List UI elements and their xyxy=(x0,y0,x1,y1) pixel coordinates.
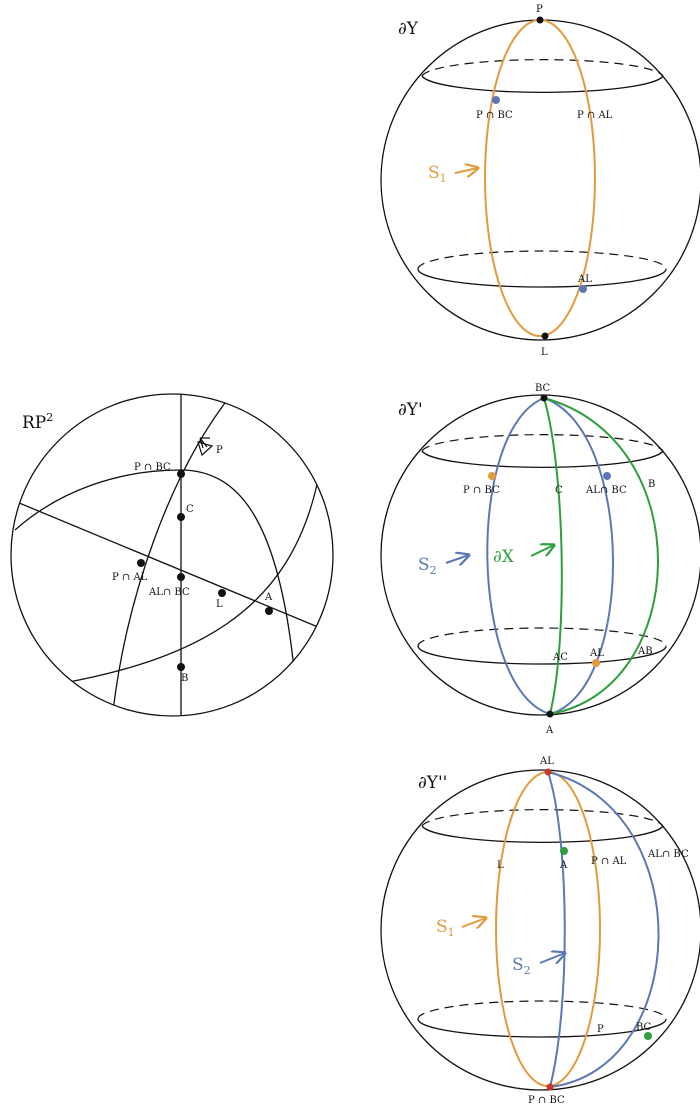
rp2-point-c xyxy=(177,513,185,521)
dy-point-p xyxy=(536,16,544,24)
dy-upper-back-latitude xyxy=(421,59,664,77)
dy-point-p-bc xyxy=(492,96,500,104)
dy-prime-label-al: AL xyxy=(589,648,604,659)
dy-double-prime-s1-arrow-icon xyxy=(461,918,486,927)
rp2-disk-boundary xyxy=(10,393,334,717)
rp2-curve-a xyxy=(19,479,319,691)
rp2-point-al-bc xyxy=(177,573,185,581)
rp2-label-l: L xyxy=(216,599,223,610)
rp2-point-b xyxy=(177,663,185,671)
dy-point-al xyxy=(579,285,587,293)
dy-double-prime-point-bc xyxy=(644,1032,652,1040)
dy-double-prime-point-p-bc xyxy=(546,1083,554,1091)
dy-double-prime-label-a: A xyxy=(559,860,568,871)
dy-point-l xyxy=(541,332,549,340)
dy-double-prime-lower-back-latitude xyxy=(417,1000,667,1020)
dy-prime-upper-back-latitude xyxy=(421,434,664,452)
dy-label-p: P xyxy=(536,4,543,15)
dy-double-prime-label-al-bc: AL∩ BC xyxy=(647,849,689,860)
dy-lower-front-latitude xyxy=(417,268,667,288)
rp2-label-p-bc: P ∩ BC xyxy=(134,462,171,473)
dy-double-prime-s2-right-curve xyxy=(547,771,660,1088)
dy-double-prime-label-s2: S2 xyxy=(512,955,531,977)
rp2-p-triangle-icon xyxy=(197,441,214,457)
dy-prime-point-al xyxy=(592,659,600,667)
rp2-curve-c xyxy=(14,469,299,716)
rp2-label-al-bc: AL∩ BC xyxy=(148,587,190,598)
dy-double-prime-upper-back-latitude xyxy=(421,809,664,827)
dy-prime-dx-middle-curve xyxy=(543,397,563,715)
dy-label-p-al: P ∩ AL xyxy=(577,110,613,121)
dy-s1-arrow-icon xyxy=(454,168,478,173)
rp2-diagram: RP2 P P ∩ BC C P ∩ AL AL∩ BC L A B xyxy=(10,393,334,717)
dy-double-prime-label-bc: BC xyxy=(636,1022,652,1033)
dy-double-prime-label-p-al: P ∩ AL xyxy=(591,856,627,867)
rp2-line-al xyxy=(11,499,331,633)
rp2-point-p-bc xyxy=(177,470,185,478)
dy-double-prime-s2-middle-curve xyxy=(547,771,566,1088)
dy-prime-dx-arrow-icon xyxy=(530,545,554,557)
dy-prime-upper-front-latitude xyxy=(421,450,664,469)
dy-double-prime-title: ∂Y'' xyxy=(418,773,447,793)
dy-prime-sphere-outline xyxy=(380,394,700,716)
dy-double-prime-lower-front-latitude xyxy=(417,1018,667,1038)
dy-label-s1: S1 xyxy=(428,163,447,185)
dy-prime-label-ac: AC xyxy=(552,652,568,663)
dy-double-prime-label-p-bc: P ∩ BC xyxy=(528,1095,565,1106)
dy-prime-title: ∂Y' xyxy=(398,400,423,420)
dy-prime-s2-left-curve xyxy=(486,397,551,715)
dy-prime-s2-right-curve xyxy=(543,397,614,715)
dy-label-al: AL xyxy=(577,274,592,285)
dy-label-l: L xyxy=(541,347,548,358)
dy-double-prime-upper-front-latitude xyxy=(421,825,664,844)
dy-double-prime-label-s1: S1 xyxy=(436,917,455,939)
dy-prime-point-p-bc xyxy=(488,472,496,480)
dy-double-prime-sphere-outline xyxy=(380,769,700,1091)
rp2-label-c: C xyxy=(186,504,194,515)
dy-prime-label-ab: AB xyxy=(637,646,653,657)
dy-double-prime-label-l: L xyxy=(497,860,504,871)
dy-double-prime-label-al: AL xyxy=(539,756,554,767)
dy-double-prime-point-a xyxy=(560,847,568,855)
dy-prime-label-b: B xyxy=(648,479,655,490)
dy-upper-front-latitude xyxy=(421,75,664,94)
dy-prime-point-al-bc xyxy=(603,472,611,480)
dy-prime-dx-right-curve xyxy=(543,397,659,715)
dy-prime-point-a xyxy=(546,710,554,718)
rp2-label-p: P xyxy=(216,445,223,456)
dy-prime-sphere: ∂Y' BC P ∩ BC C AL∩ BC B S2 ∂X AC AL AB … xyxy=(380,383,700,736)
dy-prime-lower-front-latitude xyxy=(417,645,667,665)
dy-prime-label-s2: S2 xyxy=(418,555,437,577)
dy-sphere: ∂Y P P ∩ BC P ∩ AL AL L S1 xyxy=(380,4,700,358)
dy-prime-label-al-bc: AL∩ BC xyxy=(585,485,627,496)
dy-prime-label-bc: BC xyxy=(535,383,551,394)
dy-prime-label-c: C xyxy=(555,485,563,496)
rp2-curve-p xyxy=(111,394,236,716)
dy-prime-label-p-bc: P ∩ BC xyxy=(463,485,500,496)
dy-double-prime-s1-curve xyxy=(495,771,601,1087)
rp2-label-a: A xyxy=(264,592,273,603)
dy-label-p-bc: P ∩ BC xyxy=(476,110,513,121)
dy-title: ∂Y xyxy=(398,19,419,39)
rp2-label-b: B xyxy=(181,673,188,684)
rp2-label-p-al: P ∩ AL xyxy=(112,572,148,583)
dy-double-prime-label-p: P xyxy=(597,1024,604,1035)
rp2-title: RP2 xyxy=(22,411,53,433)
dy-prime-s2-arrow-icon xyxy=(445,555,469,563)
dy-double-prime-sphere: ∂Y'' AL L A P ∩ AL AL∩ BC S1 S2 P BC P ∩… xyxy=(380,756,700,1106)
dy-prime-point-bc xyxy=(540,394,548,402)
dy-prime-label-a: A xyxy=(545,725,554,736)
rp2-point-p-al xyxy=(137,559,145,567)
dy-prime-label-dx: ∂X xyxy=(493,547,515,567)
dy-s1-curve xyxy=(484,19,596,337)
dy-lower-back-latitude xyxy=(417,250,667,270)
rp2-point-l xyxy=(218,589,226,597)
rp2-point-a xyxy=(265,607,273,615)
dy-prime-lower-back-latitude xyxy=(417,627,667,647)
dy-double-prime-point-al xyxy=(544,768,552,776)
dy-double-prime-s2-arrow-icon xyxy=(539,953,565,963)
